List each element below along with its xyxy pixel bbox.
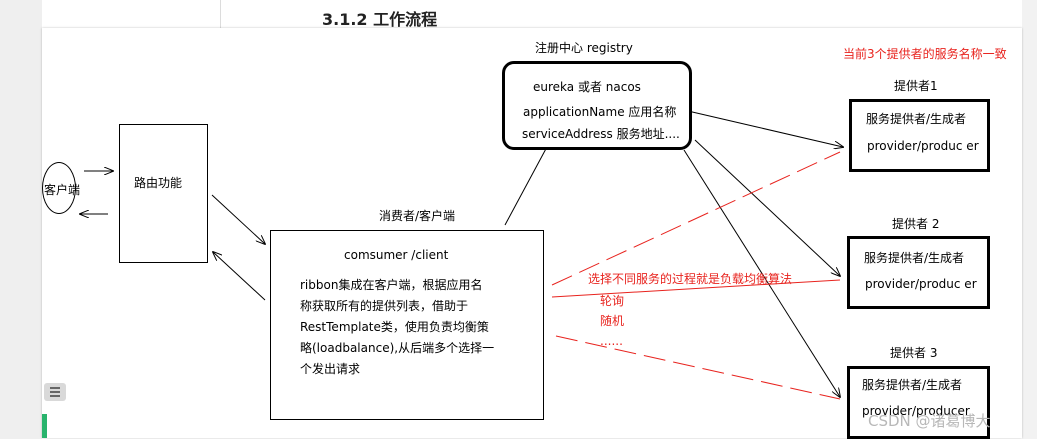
provider3-caption: 提供者 3 <box>890 346 938 360</box>
loadbalance-more: ...... <box>600 334 623 348</box>
router-label: 路由功能 <box>134 176 183 190</box>
client-label: 客户端 <box>44 183 81 197</box>
loadbalance-title: 选择不同服务的过程就是负载均衡算法 <box>588 272 793 286</box>
active-line-marker <box>42 414 47 438</box>
consumer-desc-line: 略(loadbalance),从后端多个选择一 <box>300 341 495 355</box>
consumer-desc-line: RestTemplate类，使用负责均衡策 <box>300 320 489 334</box>
consumer-desc-line: ribbon集成在客户端，根据应用名 <box>300 278 483 292</box>
consumer-caption: 消费者/客户端 <box>379 209 456 223</box>
client-node <box>42 162 76 214</box>
watermark: CSDN @诸葛博大 <box>868 412 991 430</box>
provider1-line1: 服务提供者/生成者 <box>866 112 967 126</box>
provider2-line2: provider/produc er <box>865 277 977 291</box>
registry-title: 注册中心 registry <box>535 41 633 55</box>
provider3-line2: provider/producer <box>862 404 970 418</box>
same-service-name-note: 当前3个提供者的服务名称一致 <box>843 47 1007 61</box>
provider3-line1: 服务提供者/生成者 <box>862 378 963 392</box>
registry-line2: applicationName 应用名称 <box>523 105 677 119</box>
provider1-line2: provider/produc er <box>867 139 979 153</box>
router-box <box>119 124 208 263</box>
provider2-caption: 提供者 2 <box>892 217 940 231</box>
gutter-divider <box>220 0 221 28</box>
section-heading: 3.1.2 工作流程 <box>322 10 438 29</box>
provider3-box <box>847 366 990 439</box>
provider2-box <box>847 236 990 309</box>
registry-line3: serviceAddress 服务地址.... <box>522 127 680 141</box>
provider1-box <box>849 99 990 172</box>
loadbalance-roundrobin: 轮询 <box>600 294 625 308</box>
header-band <box>42 0 1022 28</box>
provider1-caption: 提供者1 <box>894 79 938 93</box>
registry-box <box>502 61 692 150</box>
consumer-desc-line: 个发出请求 <box>300 362 361 376</box>
list-icon[interactable] <box>44 383 66 401</box>
consumer-desc-line: 称获取所有的提供列表，借助于 <box>300 299 469 313</box>
consumer-title: comsumer /client <box>344 248 449 262</box>
registry-line1: eureka 或者 nacos <box>533 80 641 94</box>
loadbalance-random: 随机 <box>600 314 625 328</box>
left-gutter <box>0 0 42 439</box>
consumer-box <box>270 230 544 420</box>
provider2-line1: 服务提供者/生成者 <box>864 251 965 265</box>
right-scrollbar-track[interactable] <box>1022 0 1037 439</box>
